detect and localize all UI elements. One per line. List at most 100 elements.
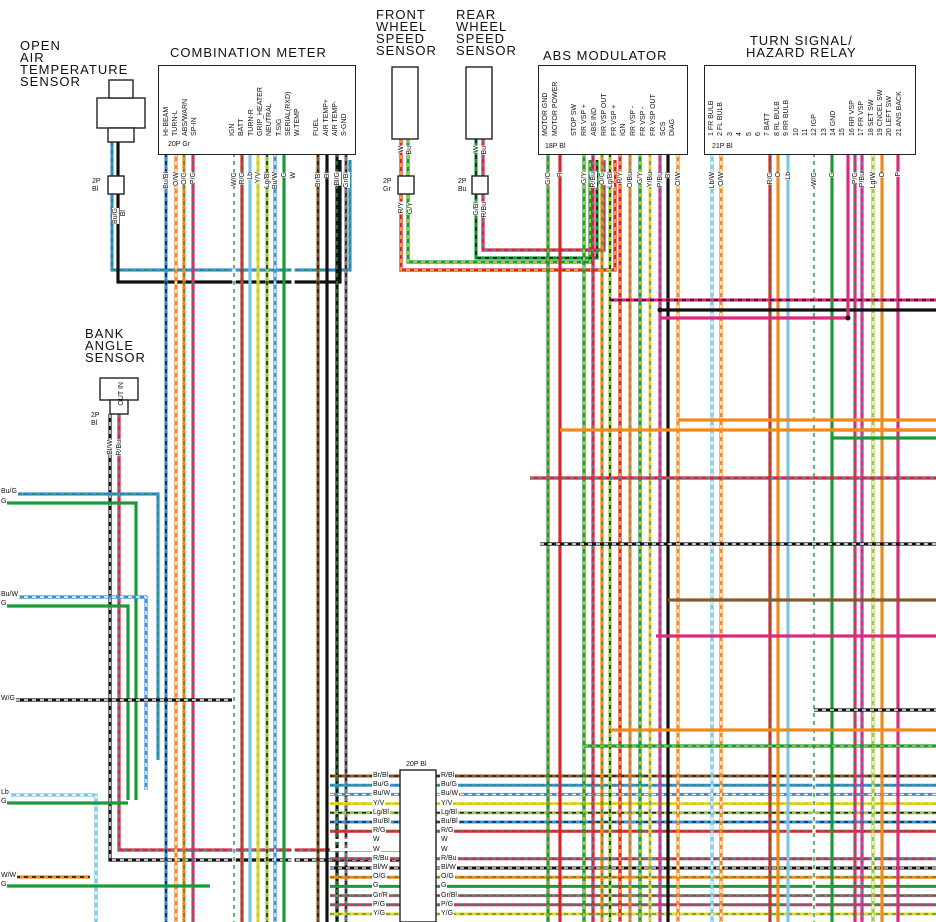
wire-label: Bu/W: [0, 591, 20, 599]
wire-label: Bu: [481, 146, 488, 155]
oat-connector: [107, 175, 125, 195]
wire-label: W: [473, 146, 480, 153]
pin-label: AIR TEMP+: [322, 98, 330, 136]
wire-label: P/G: [372, 900, 387, 909]
wire-label: Y/V: [440, 799, 454, 808]
wire-stripe: [407, 139, 591, 263]
pin-label: 6: [754, 132, 762, 136]
pin-label: 4: [736, 132, 744, 136]
wire-label: Y/V: [372, 799, 386, 808]
turn-signal-relay-box: [704, 65, 916, 155]
pin-label: RR VSP OUT: [600, 93, 608, 136]
pin-label: 11: [801, 128, 809, 136]
wire: [406, 139, 592, 264]
front-wheel-title: FRONT WHEEL SPEED SENSOR: [376, 7, 437, 58]
oat-sensor-base: [107, 127, 135, 143]
pin-label: IGN: [620, 123, 628, 136]
abs-connector-label: 18P Bl: [545, 143, 566, 150]
wire-stripe: [0, 596, 147, 790]
wire-label: Lg/Bl: [264, 172, 271, 188]
wire-stripe: [118, 414, 400, 851]
pin-label: MOTOR POWER: [551, 81, 559, 136]
wire-label: P/Bu: [657, 172, 664, 188]
wire-label: Y/V: [255, 172, 262, 184]
wire: [116, 142, 342, 284]
pin-label: [219, 70, 228, 136]
bank-angle-connector: [109, 399, 129, 415]
wire-label: Br/Bl: [315, 172, 322, 188]
wire-label: Y/Bu: [647, 172, 654, 188]
wire-label: Bu/G: [0, 488, 18, 496]
wire-label: Bu/W: [372, 790, 392, 799]
pin-label: 5: [745, 132, 753, 136]
oat-sensor-cap: [108, 79, 134, 99]
pin-label: SP-IN: [191, 117, 199, 136]
junction-dot: [845, 315, 851, 321]
wire-label: Bl/W: [107, 440, 114, 455]
pin-label: [201, 70, 210, 136]
oat-sensor-body: [96, 97, 146, 129]
bank-angle-title: BANK ANGLE SENSOR: [85, 326, 146, 365]
wire-label: Y/G: [372, 910, 387, 918]
pin-label: 1 FR BULB: [708, 100, 715, 136]
wire-label: R/Bu: [440, 854, 458, 863]
wire-label: Lg/Bl: [440, 808, 458, 817]
pin-label: 15: [839, 128, 847, 136]
pin-label: 13: [820, 128, 828, 136]
pin-label: 8 RL BULB: [773, 101, 781, 136]
wire-label: R/G: [440, 827, 455, 836]
wire: [0, 492, 160, 760]
abs-modulator-box: [538, 65, 688, 155]
pin-label: FR VSP -: [639, 106, 647, 136]
wire: [0, 793, 98, 922]
rear-connector: [471, 175, 489, 195]
wire-label: O/Bu: [627, 172, 634, 188]
wire-label: Gr/Bl: [343, 172, 350, 188]
wire-label: Gr/R: [372, 891, 389, 900]
wire-label: G: [372, 882, 380, 891]
wire-label: W/G: [0, 695, 16, 703]
center-connector-label: 20P Bl: [406, 761, 427, 768]
pin-label: TURN-R: [247, 109, 255, 136]
oat-connector-label: 2P Bl: [92, 178, 101, 193]
front-connector: [397, 175, 415, 195]
pin-label: 3: [726, 132, 734, 136]
wire-label: R/G: [239, 172, 246, 185]
wire-label: Bl/W: [440, 864, 457, 872]
wire-label: G/Bl: [473, 202, 480, 216]
pin-label: 21 ANS BACK: [895, 91, 903, 136]
wire-label: O/W: [173, 172, 180, 186]
wire-label: Lb: [785, 172, 792, 180]
front-wheel-sensor: [391, 66, 419, 140]
wire-stripe: [0, 794, 97, 922]
pin-label: FUEL: [313, 118, 321, 136]
pin-label: S-GND: [341, 113, 349, 136]
pin-label: NEUTRAL: [266, 103, 274, 136]
wire: [474, 139, 599, 260]
wire: [481, 139, 606, 252]
pin-label: ABS/WARN: [181, 98, 189, 136]
wire-label: Bu/W: [440, 790, 460, 799]
wire-label: R/G: [372, 827, 387, 836]
rear-connector-label: 2P Bu: [458, 178, 467, 193]
wire-label: Bu/Bl: [372, 818, 391, 826]
wire-label: R/Bu: [590, 172, 597, 188]
wire-label: Bl: [665, 172, 672, 179]
pin-label: 16 RR VSP: [848, 100, 856, 136]
wire-label: O: [879, 172, 886, 178]
wire-label: Lb/W: [709, 172, 716, 189]
wire-label: R/Bu: [116, 440, 123, 456]
pin-label: STOP SW: [571, 103, 579, 136]
wire-label: R/Bu: [372, 854, 390, 863]
pin-label: W.TEMP: [294, 108, 302, 136]
wire-label: G: [0, 798, 8, 806]
pin-label: MOTOR GND: [542, 92, 549, 136]
pin-label: DIAG: [669, 118, 677, 136]
wire-label: W: [290, 172, 297, 179]
pin-label: 19 CNCEL SW: [877, 89, 885, 136]
pin-label: [562, 70, 572, 136]
wire-label: W: [398, 146, 405, 153]
